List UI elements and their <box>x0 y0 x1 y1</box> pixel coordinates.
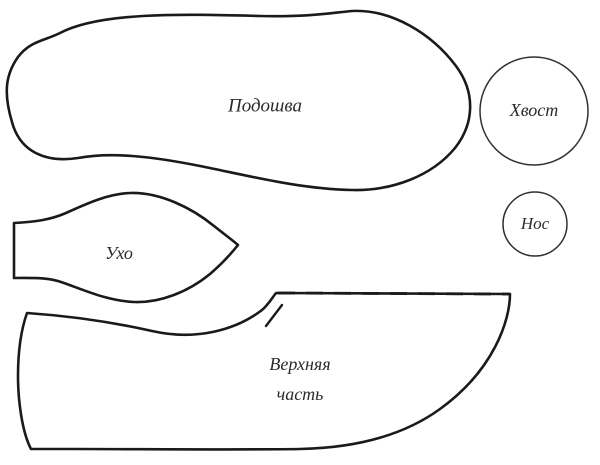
sole-outline <box>5 9 472 192</box>
tail-outline <box>479 56 589 166</box>
upper-outline <box>16 291 512 451</box>
pattern-piece-ear[interactable]: Ухо <box>12 191 240 304</box>
pattern-piece-tail[interactable]: Хвост <box>479 56 589 166</box>
sole-label: Подошва <box>227 95 302 116</box>
ear-outline <box>12 191 240 304</box>
upper-label-line2: часть <box>277 384 324 404</box>
pattern-piece-upper[interactable]: Верхняя часть <box>16 291 512 451</box>
upper-label-line1: Верхняя <box>269 354 330 374</box>
pattern-piece-sole[interactable]: Подошва <box>5 9 472 192</box>
tail-label: Хвост <box>509 100 559 120</box>
nose-outline <box>502 191 568 257</box>
nose-label: Нос <box>520 214 550 233</box>
fold-line <box>277 291 511 296</box>
notch-mark <box>264 303 284 328</box>
pattern-piece-nose[interactable]: Нос <box>502 191 568 257</box>
ear-label: Ухо <box>105 243 133 263</box>
